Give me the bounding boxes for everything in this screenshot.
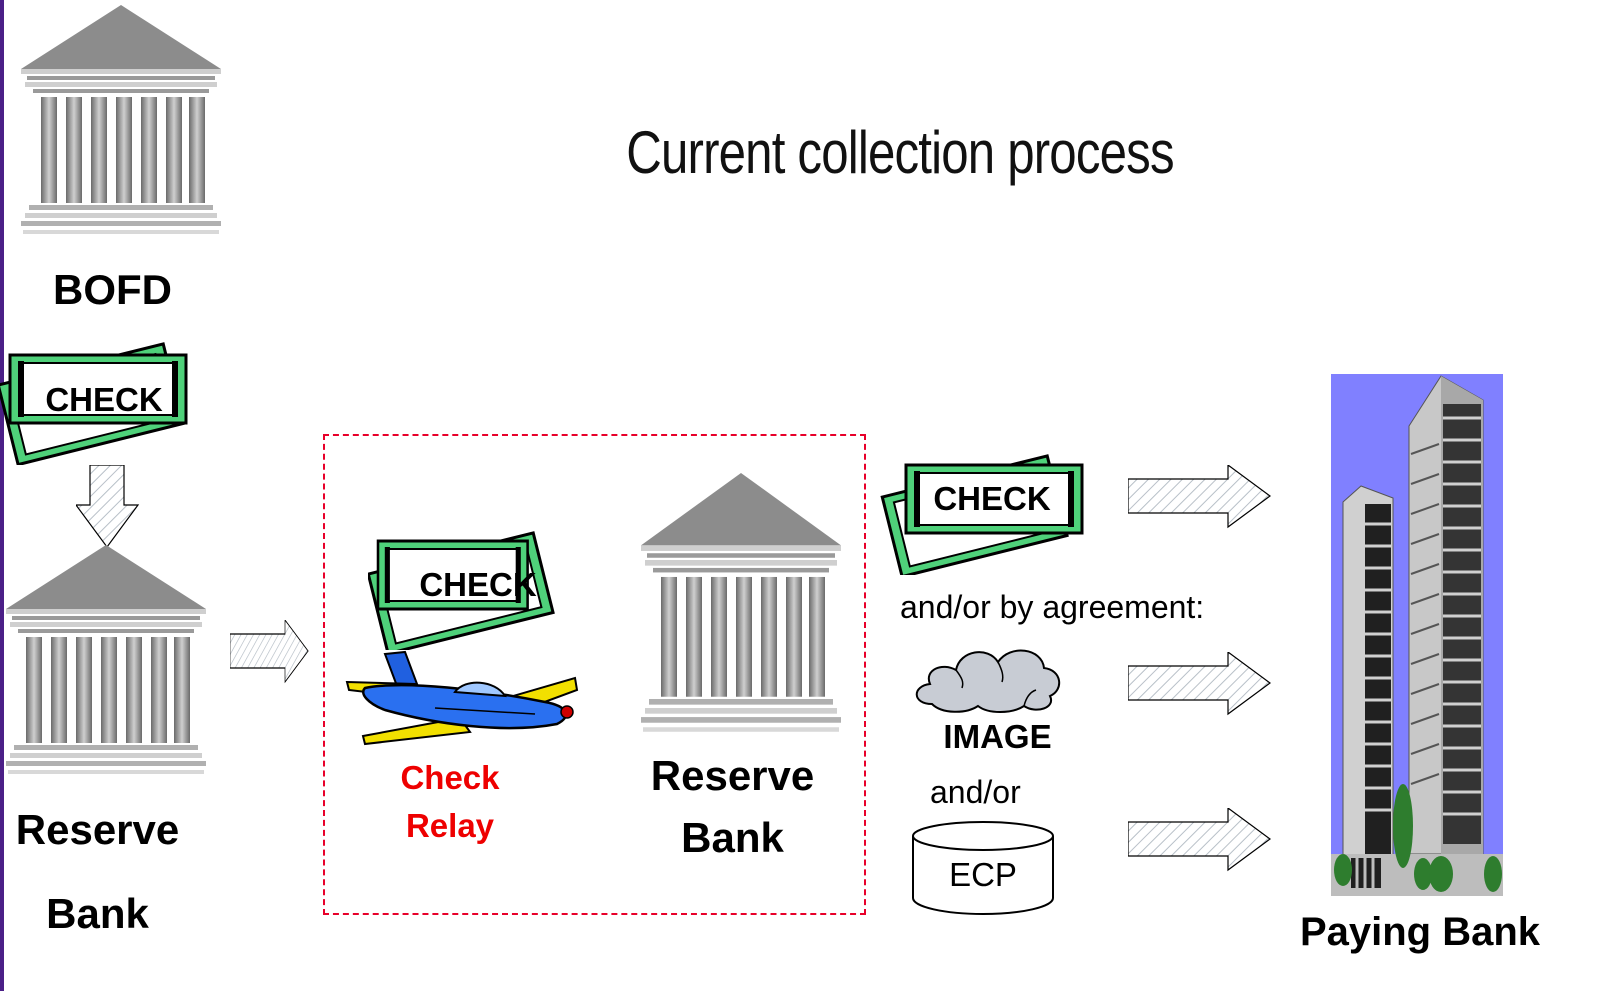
arrow-check-to-paying-bank-icon — [1128, 465, 1271, 528]
cloud-icon — [915, 649, 1060, 713]
check-relay-box — [323, 434, 866, 915]
relay-check-text: CHECK — [419, 566, 537, 603]
outgoing-check-icon: CHECK — [880, 454, 1084, 575]
down-arrow-icon — [76, 465, 139, 548]
and-or-text: and/or — [930, 774, 1021, 810]
reserve-bank-center-line2: Bank — [681, 814, 784, 861]
paying-bank-label: Paying Bank — [1299, 910, 1541, 954]
bofd-check-text: CHECK — [45, 381, 163, 418]
check-relay-line2: Relay — [405, 807, 495, 844]
reserve-bank-left-icon — [6, 545, 206, 774]
reserve-bank-center-line1: Reserve — [650, 752, 815, 799]
bofd-label: BOFD — [53, 266, 172, 313]
arrow-image-to-paying-bank-icon — [1128, 652, 1271, 715]
reserve-bank-left-line1: Reserve — [15, 806, 180, 853]
check-relay-line1: Check — [400, 759, 500, 796]
ecp-database-icon — [912, 821, 1054, 915]
image-label: IMAGE — [943, 718, 1052, 755]
bofd-check-icon: CHECK — [0, 342, 188, 465]
left-accent-rule — [0, 0, 4, 991]
by-agreement-text: and/or by agreement: — [900, 589, 1205, 625]
paying-bank-building-icon — [1331, 374, 1503, 896]
airplane-icon — [345, 650, 579, 746]
reserve-bank-center-icon — [641, 473, 841, 732]
relay-check-icon: CHECK — [368, 531, 555, 650]
arrow-ecp-to-paying-bank-icon — [1128, 808, 1271, 871]
reserve-bank-left-line2: Bank — [46, 890, 149, 937]
outgoing-check-text: CHECK — [933, 480, 1051, 517]
page-title: Current collection process — [626, 119, 1174, 186]
ecp-label: ECP — [949, 856, 1017, 893]
bofd-bank-icon — [21, 5, 221, 234]
arrow-to-relay-icon — [230, 620, 309, 683]
